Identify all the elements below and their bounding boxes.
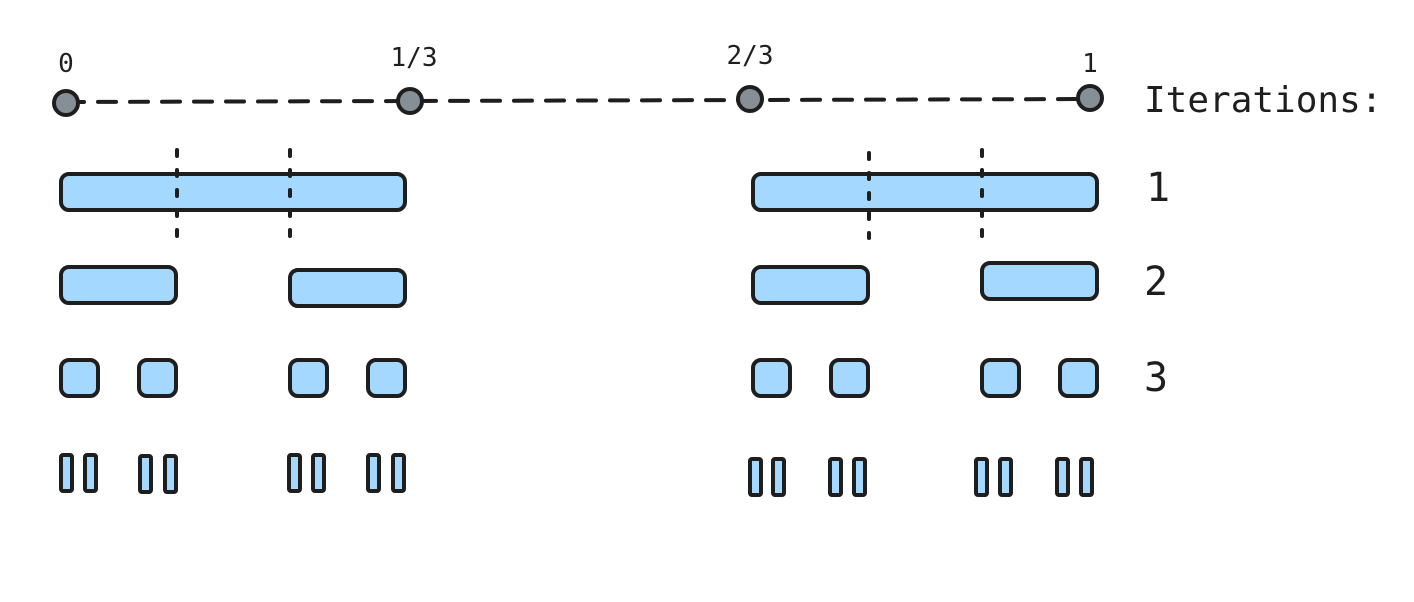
- segment: [311, 453, 326, 493]
- iteration-label-1: 1: [1146, 165, 1170, 211]
- segment: [828, 457, 843, 497]
- segment: [748, 457, 763, 497]
- segment: [137, 358, 178, 398]
- tick-label-1-3: 1/3: [391, 43, 438, 73]
- segment: [974, 457, 989, 497]
- segment: [980, 261, 1099, 301]
- iteration-4-row: [59, 453, 1094, 497]
- segment: [771, 457, 786, 497]
- tick-node-0: [52, 89, 80, 117]
- segment: [366, 358, 407, 398]
- iterations-heading: Iterations:: [1144, 80, 1382, 121]
- number-line: 0 1/3 2/3 1: [52, 41, 1104, 117]
- segment: [980, 358, 1021, 398]
- segment: [366, 453, 381, 493]
- iteration-3-row: 3: [59, 355, 1168, 401]
- iteration-2-row: 2: [59, 259, 1168, 308]
- tick-node-2-3: [736, 85, 764, 113]
- segment: [59, 172, 407, 212]
- segment: [998, 457, 1013, 497]
- segment: [1055, 457, 1070, 497]
- segment: [1058, 358, 1099, 398]
- number-line-axis: [64, 97, 1092, 104]
- segment: [751, 265, 870, 305]
- segment: [829, 358, 870, 398]
- tick-label-2-3: 2/3: [727, 41, 774, 71]
- segment: [138, 454, 153, 494]
- segment: [59, 453, 74, 493]
- segment: [59, 265, 178, 305]
- segment: [751, 358, 792, 398]
- iteration-label-2: 2: [1144, 259, 1168, 305]
- segment: [852, 457, 867, 497]
- tick-node-1: [1076, 84, 1104, 112]
- segment: [287, 453, 302, 493]
- segment: [391, 453, 406, 493]
- segment: [83, 453, 98, 493]
- tick-label-0: 0: [58, 49, 74, 79]
- segment: [751, 172, 1099, 212]
- segment: [163, 454, 178, 494]
- tick-label-1: 1: [1082, 49, 1098, 79]
- segment: [288, 268, 407, 308]
- segment: [59, 358, 100, 398]
- segment: [1079, 457, 1094, 497]
- segment: [288, 358, 329, 398]
- tick-node-1-3: [396, 87, 424, 115]
- iteration-1-row: 1: [59, 148, 1170, 240]
- iteration-label-3: 3: [1144, 355, 1168, 401]
